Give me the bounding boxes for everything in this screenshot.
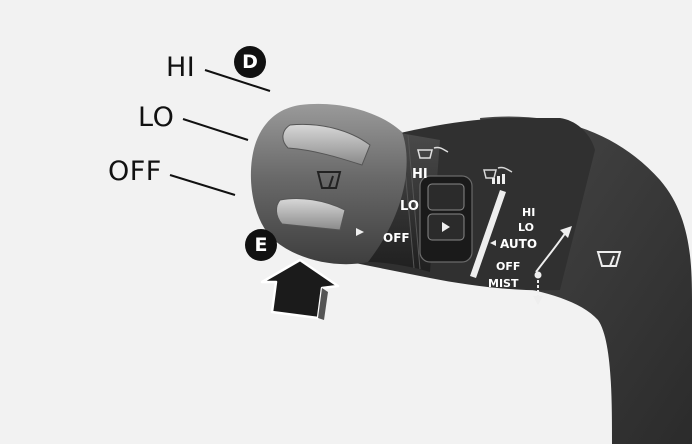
callout-off-label: OFF [108, 156, 162, 187]
rotation-arrow-head [560, 226, 572, 238]
speed-ticks-icon [492, 174, 505, 184]
mist-dot [534, 271, 542, 279]
push-arrow-icon [260, 258, 340, 320]
front-lo-label: LO [400, 199, 419, 214]
rear-wiper-icon [596, 251, 622, 267]
front-wiper-icon [316, 171, 342, 189]
tip-rocker-upper[interactable] [282, 123, 371, 166]
slider-upper-button[interactable] [427, 183, 465, 211]
auto-marker-icon [490, 240, 496, 246]
front-off-label: OFF [383, 231, 410, 245]
rear-mist-label: MIST [488, 277, 519, 290]
washer-icon [417, 146, 449, 159]
off-leader-line [169, 174, 236, 196]
callout-hi-label: HI [166, 52, 196, 83]
callout-lo-label: LO [138, 102, 175, 133]
badge-d: D [234, 46, 266, 78]
tip-position-marker [356, 228, 364, 236]
rear-off-label: OFF [496, 260, 520, 273]
slider-play-icon [442, 222, 450, 232]
hi-leader-line [204, 69, 271, 92]
rear-auto-label: AUTO [500, 237, 537, 251]
lo-leader-line [182, 118, 249, 141]
rear-hi-label: HI [522, 206, 535, 219]
front-hi-label: HI [412, 167, 428, 182]
rotation-arrow-icon [535, 231, 567, 273]
tip-rocker-lower[interactable] [276, 197, 346, 231]
speed-wedge-indicator [470, 190, 506, 278]
mist-arrow-head [533, 296, 543, 305]
rear-lo-label: LO [518, 221, 534, 234]
badge-e: E [245, 229, 277, 261]
